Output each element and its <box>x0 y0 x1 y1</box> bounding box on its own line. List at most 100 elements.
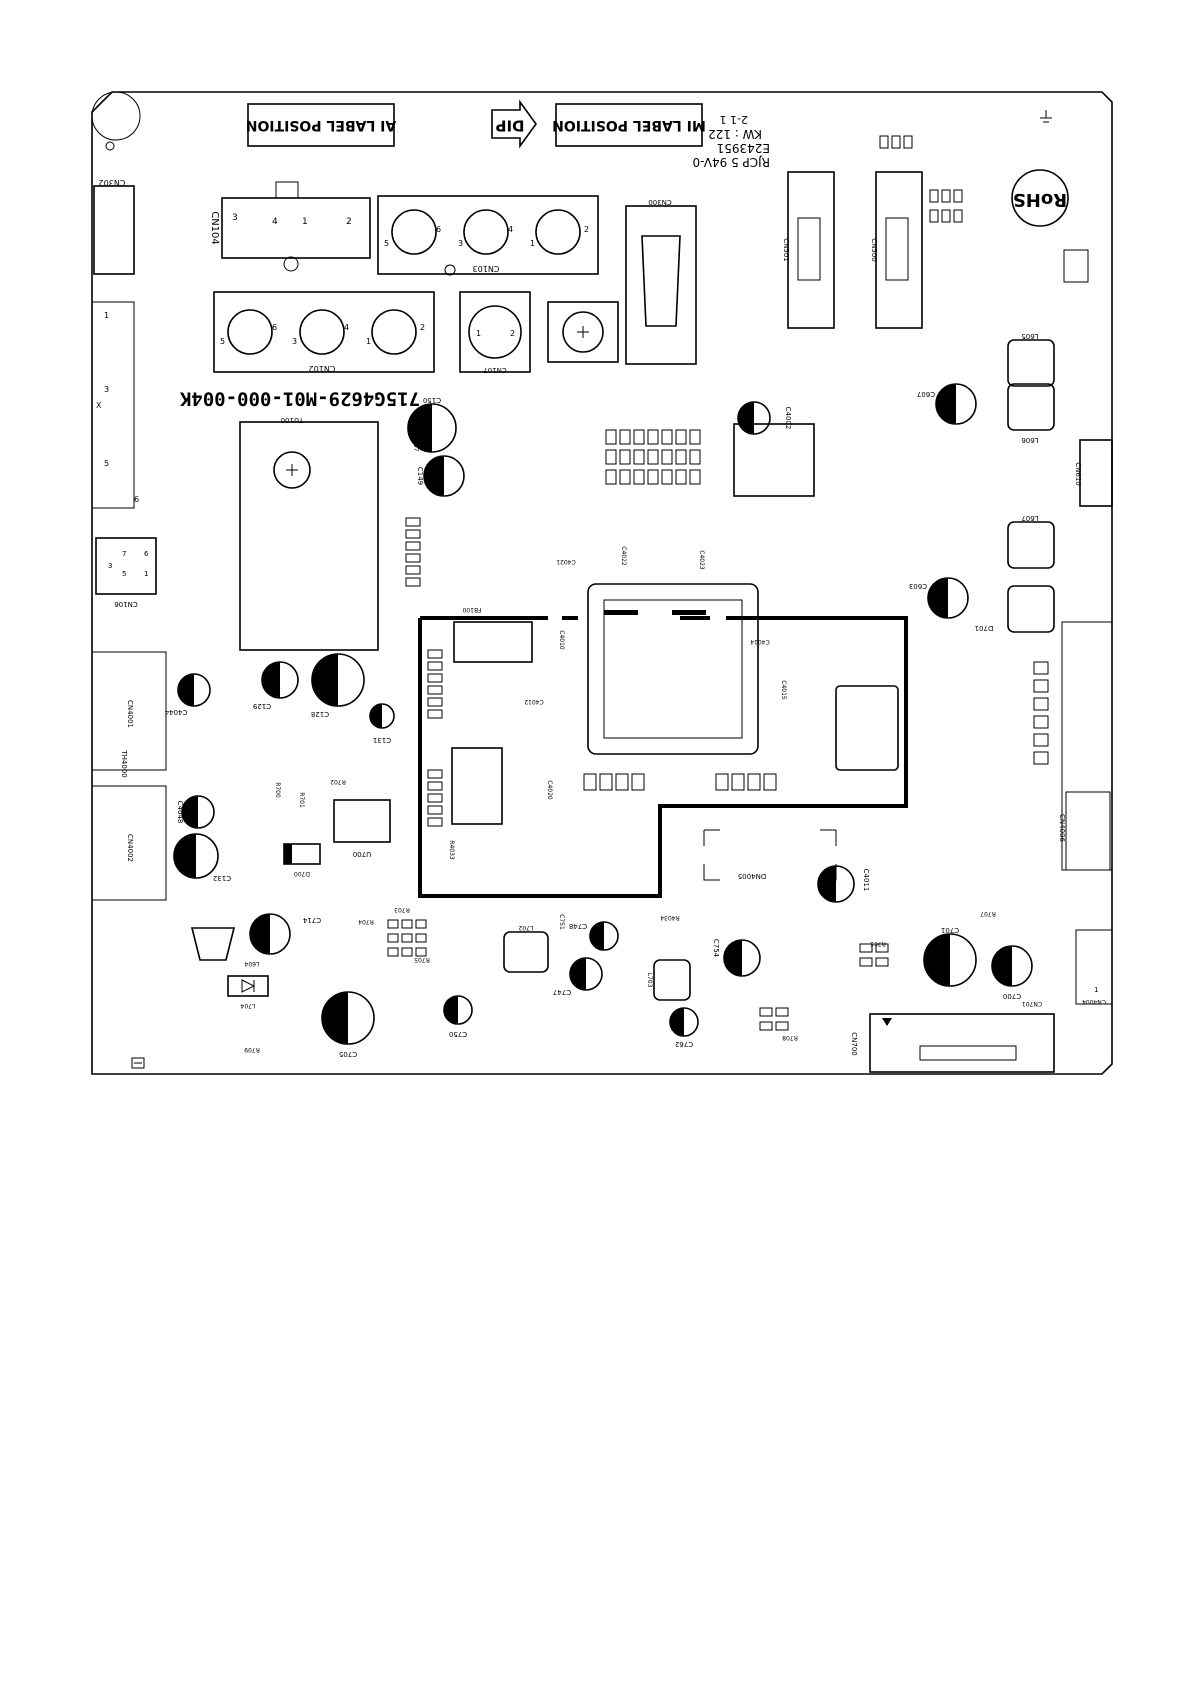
cn302-label: CN302 <box>99 178 126 187</box>
label-r709: R709 <box>244 1046 260 1053</box>
cap-c705: C705 <box>321 991 375 1058</box>
cn501-label: CN501 <box>782 238 790 262</box>
cap-c714-label: C714 <box>302 916 321 924</box>
cn302-connector <box>93 185 135 275</box>
label-fb100: FB4007 <box>412 429 419 452</box>
cap-c607: C607 <box>917 383 977 425</box>
diode-d701: D700 <box>283 843 321 877</box>
cn501-connector <box>787 171 835 329</box>
label-c4014: C4014 <box>750 638 770 645</box>
label-r708: R708 <box>782 1034 798 1041</box>
ul-line-3: KW : 122 <box>708 127 762 141</box>
inductor-l606 <box>1007 521 1055 569</box>
label-r704: R704 <box>358 918 374 925</box>
aux-ic <box>733 423 815 497</box>
cap-c129: C129 <box>253 661 299 710</box>
tu100-tuner <box>239 421 379 651</box>
cn300-connector <box>625 205 697 365</box>
cn4001-connector <box>92 651 167 771</box>
diode-d701-label: D700 <box>294 870 310 877</box>
cn102-label: CN102 <box>309 364 336 373</box>
label-c4015: C4015 <box>780 680 787 700</box>
left-edge-pin-6: 6 <box>134 495 139 504</box>
cap-c4002: C4002 <box>737 401 792 435</box>
cap-c4002-label: C4002 <box>784 407 792 430</box>
cn103-pin-6: 6 <box>436 225 441 234</box>
right-edge-connector-1 <box>1061 621 1112 871</box>
audio-jack-box <box>547 301 619 363</box>
cn610-label: CN610 <box>1074 462 1082 486</box>
board-outline <box>91 91 1113 1075</box>
inductor-l604 <box>1007 339 1055 387</box>
ul-line-1: RJCP 5 94V-0 <box>693 155 771 169</box>
cn4004-connector <box>1075 929 1112 1005</box>
cap-c705-label: C705 <box>339 1050 357 1058</box>
aux-ic-2 <box>453 621 533 663</box>
cn103-pin-5: 5 <box>384 239 389 248</box>
ul-marking: RJCP 5 94V-0 E243951 KW : 122 2-1 1 <box>693 113 771 169</box>
cap-c603-label: C603 <box>909 582 927 590</box>
audio-jack-ring <box>562 311 604 353</box>
cn500-connector <box>875 171 923 329</box>
cn501-port <box>797 217 821 281</box>
cap-c4011: C4011 <box>817 865 870 903</box>
cn103-pin-3: 3 <box>458 239 463 248</box>
cap-c132-label: C132 <box>213 874 231 882</box>
cn107-connector <box>459 291 531 373</box>
smd-field-center <box>605 429 701 485</box>
ul-line-2: E243951 <box>717 141 770 155</box>
label-r706: R706 <box>870 940 886 947</box>
cn103-connector <box>377 195 599 275</box>
cn103-peg <box>444 264 456 276</box>
label-c4010: C4010 <box>558 630 565 650</box>
flash-ic <box>451 747 503 825</box>
cn106-pin-1: 1 <box>144 570 148 578</box>
rohs-mark: RoHS <box>1011 169 1069 227</box>
inductor-l702 <box>503 931 549 973</box>
ai-label-text: AI LABEL POSITION <box>246 117 397 133</box>
cn300-dsub-shell <box>641 235 681 327</box>
cap-c131-label: C131 <box>373 736 391 744</box>
cap-c607-label: C607 <box>917 390 935 398</box>
cn700-latch <box>919 1045 1017 1061</box>
cn4004-label: CN4004 <box>1082 998 1106 1005</box>
cap-c150: C150 <box>407 396 457 453</box>
cap-c4011-label: C4011 <box>862 869 870 892</box>
cn103-pin-4: 4 <box>508 225 513 234</box>
cap-c748: C748 <box>569 921 619 951</box>
cn106-pin-6: 6 <box>144 550 149 558</box>
cn4001-label: CN4001 <box>126 700 134 728</box>
cn103-jack-1 <box>391 209 437 255</box>
right-edge-led-array <box>1033 661 1049 765</box>
cap-c131: C131 <box>369 703 395 744</box>
smd-field-bottom-left <box>387 919 889 1031</box>
diode-d700 <box>227 975 269 997</box>
label-r702: R702 <box>330 778 346 785</box>
corner-hole <box>105 141 115 151</box>
cn103-label: CN103 <box>473 264 500 273</box>
cn106-pin-5: 5 <box>122 570 126 578</box>
inductor-l606-label: L607 <box>1021 514 1038 522</box>
cap-c150-label: C150 <box>423 396 441 404</box>
cn102-pin-3: 3 <box>292 337 297 346</box>
cn4004-pin-1-mark: 1 <box>1094 986 1098 994</box>
cap-c132: C132 <box>173 833 231 882</box>
inductor-l605 <box>1007 383 1055 431</box>
label-c4022: C4022 <box>620 546 627 566</box>
inductor-l704-label: L604 <box>244 960 259 967</box>
cap-c700: C700 <box>991 945 1033 1000</box>
tu100-label: TU100 <box>281 416 305 424</box>
cap-c701-label: C701 <box>941 926 959 934</box>
label-c4020: C4020 <box>546 780 553 800</box>
cn4006-connector <box>1065 791 1111 871</box>
ddr-memory-ic <box>835 685 899 771</box>
inductor-l702-label: L702 <box>518 924 533 931</box>
cap-c748-label: C748 <box>569 922 587 930</box>
cn4002-connector <box>92 785 167 901</box>
cap-c4048-label: C4048 <box>176 801 184 824</box>
cap-c700-label: C700 <box>1003 992 1021 1000</box>
ground-symbol <box>1040 110 1052 123</box>
cn700-label: CN700 <box>850 1032 858 1056</box>
cn103-pin-2: 2 <box>584 225 589 234</box>
cn104-pin-4: 4 <box>272 217 278 227</box>
